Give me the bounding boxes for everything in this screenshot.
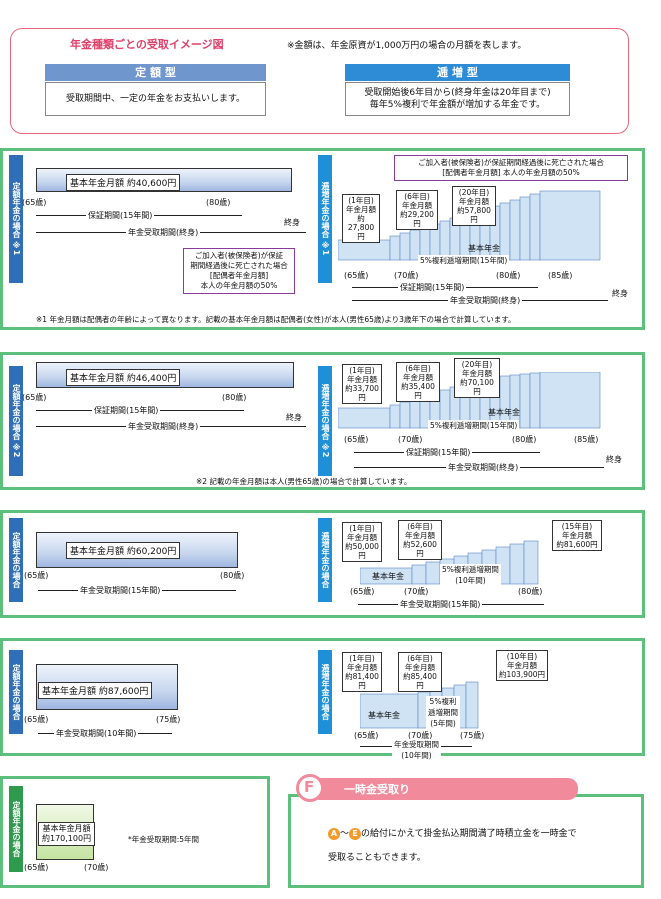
life-label: 終身 xyxy=(284,218,300,227)
guarantee-label: 保証期間(15年間) xyxy=(404,447,473,458)
age-label: (80歳) xyxy=(222,393,247,402)
section-5-fixed-amount: 基本年金月額約170,100円 xyxy=(38,822,96,846)
incr-tab: 逓 増 型 xyxy=(345,64,570,81)
circle-e-icon: E xyxy=(349,828,362,840)
lump-sum-title: 一時金受取り xyxy=(344,783,410,796)
age-label: (80歳) xyxy=(220,571,245,580)
life-label: 終身 xyxy=(612,289,628,298)
y1-label: (1年目)年金月額約27,800円 xyxy=(342,194,380,243)
header-frame xyxy=(10,28,629,134)
age-label: (65歳) xyxy=(24,571,49,580)
section-3-fixed-title: 定額年金の場合 xyxy=(9,518,23,602)
base-label: 基本年金 xyxy=(488,408,520,417)
age-label: (80歳) xyxy=(206,198,231,207)
age-label: (65歳) xyxy=(350,587,375,596)
age-label: (75歳) xyxy=(460,731,485,740)
y20-label: (20年目)年金月額約57,800円 xyxy=(452,186,496,226)
y1-label: (1年目)年金月額約50,000円 xyxy=(342,522,382,562)
ylast-label: (10年目)年金月額約103,900円 xyxy=(496,650,548,681)
y6-label: (6年目)年金月額約52,600円 xyxy=(398,520,442,560)
section-2-footnote: ※2 記載の年金月額は本人(男性65歳)の場合で計算しています。 xyxy=(196,477,412,486)
life-label: 終身 xyxy=(286,413,302,422)
receipt-label: 年金受取期間(終身) xyxy=(448,295,523,306)
age-label: (70歳) xyxy=(398,435,423,444)
age-label: (70歳) xyxy=(404,587,429,596)
receipt-label: 年金受取期間(15年間) xyxy=(78,585,163,596)
receipt-label: 年金受取期間(10年間) xyxy=(54,728,139,739)
base-label: 基本年金 xyxy=(468,244,500,253)
page-title: 年金種類ごとの受取イメージ図 xyxy=(70,38,224,51)
section-3-incr-title: 逓増年金の場合 xyxy=(318,518,332,602)
age-label: (70歳) xyxy=(84,863,109,872)
section-4-fixed-title: 定額年金の場合 xyxy=(9,650,23,734)
growth-label: 5%複利逓増期間(15年間) xyxy=(418,255,510,266)
section-5-fixed-title: 定額年金の場合 xyxy=(9,786,23,872)
y1-label: (1年目)年金月額約33,700円 xyxy=(342,364,382,404)
age-label: (65歳) xyxy=(24,715,49,724)
lump-sum-header xyxy=(310,778,578,800)
lump-sum-line2: 受取ることもできます。 xyxy=(328,853,426,863)
age-label: (80歳) xyxy=(512,435,537,444)
guarantee-label: 保証期間(15年間) xyxy=(92,405,161,416)
guarantee-label: 保証期間(15年間) xyxy=(398,282,467,293)
section-1-incr-title: 逓増年金の場合 ※1 xyxy=(318,155,332,283)
growth-label: 5%複利逓増期間(10年間) xyxy=(440,564,501,586)
receipt-label: 年金受取期間(終身) xyxy=(126,421,201,432)
lump-sum-badge xyxy=(296,774,324,802)
growth-label: 5%複利逓増期間(15年間) xyxy=(428,420,520,431)
age-label: (80歳) xyxy=(518,587,543,596)
section-1-spouse-callout: ご加入者(被保険者)が保証期間経過後に死亡された場合[配偶者年金月額]本人の年金… xyxy=(183,248,295,294)
section-1-fixed-title: 定額年金の場合 ※1 xyxy=(9,155,23,283)
receipt-label: 年金受取期間(終身) xyxy=(446,462,521,473)
section-4-incr-title: 逓増年金の場合 xyxy=(318,650,332,734)
age-label: (65歳) xyxy=(344,435,369,444)
fixed-desc: 受取期間中、一定の年金をお支払いします。 xyxy=(45,82,266,116)
base-label: 基本年金 xyxy=(372,572,404,581)
growth-label: 5%複利逓増期間(5年間) xyxy=(426,696,460,729)
receipt-label: 年金受取期間(10年間) xyxy=(392,739,441,761)
incr-desc: 受取開始後6年目から(終身年金は20年目まで)毎年5%複利で年金額が増加する年金… xyxy=(345,82,570,116)
y20-label: (20年目)年金月額約70,100円 xyxy=(454,358,500,398)
fixed-tab: 定 額 型 xyxy=(45,64,266,81)
circle-a-icon: A xyxy=(328,828,340,840)
age-label: (80歳) xyxy=(496,271,521,280)
period-note: *年金受取期間:5年間 xyxy=(128,835,200,844)
section-2-fixed-amount: 基本年金月額 約46,400円 xyxy=(66,369,181,386)
age-label: (75歳) xyxy=(156,715,181,724)
receipt-label: 年金受取期間(終身) xyxy=(126,227,201,238)
section-1-fixed-amount: 基本年金月額 約40,600円 xyxy=(66,174,181,191)
section-1-footnote: ※1 年金月額は配偶者の年齢によって異なります。記載の基本年金月額は配偶者(女性… xyxy=(36,315,516,324)
guarantee-label: 保証期間(15年間) xyxy=(86,210,155,221)
age-label: (65歳) xyxy=(24,863,49,872)
header-note: ※金額は、年金原資が1,000万円の場合の月額を表します。 xyxy=(287,41,527,51)
section-2-incr-title: 逓増年金の場合 ※2 xyxy=(318,366,332,476)
y6-label: (6年目)年金月額約35,400円 xyxy=(396,362,440,402)
base-label: 基本年金 xyxy=(368,711,400,720)
age-label: (65歳) xyxy=(22,198,47,207)
y6-label: (6年目)年金月額約29,200円 xyxy=(396,190,438,230)
age-label: (65歳) xyxy=(22,393,47,402)
ylast-label: (15年目)年金月額約81,600円 xyxy=(552,520,602,551)
y1-label: (1年目)年金月額約81,400円 xyxy=(342,652,382,692)
life-label: 終身 xyxy=(606,455,622,464)
age-label: (85歳) xyxy=(574,435,599,444)
lump-sum-panel xyxy=(288,794,644,888)
y6-label: (6年目)年金月額約85,400円 xyxy=(398,652,442,692)
section-3-fixed-amount: 基本年金月額 約60,200円 xyxy=(66,542,181,559)
section-4-fixed-amount: 基本年金月額 約87,600円 xyxy=(38,682,153,699)
lump-sum-letter: F xyxy=(304,778,315,796)
age-label: (65歳) xyxy=(344,271,369,280)
section-2-fixed-title: 定額年金の場合 ※2 xyxy=(9,366,23,476)
section-1-incr-callout: ご加入者(被保険者)が保証期間経過後に死亡された場合[配偶者年金月額] 本人の年… xyxy=(394,155,628,181)
age-label: (70歳) xyxy=(408,731,433,740)
receipt-label: 年金受取期間(15年間) xyxy=(398,599,483,610)
age-label: (85歳) xyxy=(548,271,573,280)
age-label: (70歳) xyxy=(394,271,419,280)
age-label: (65歳) xyxy=(354,731,379,740)
